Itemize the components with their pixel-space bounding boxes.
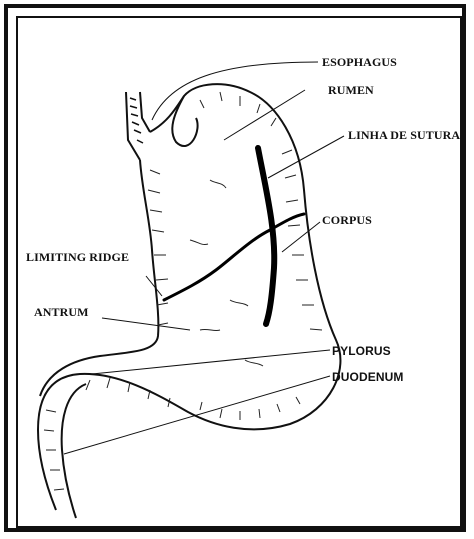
limiting-ridge-line — [164, 214, 304, 300]
label-suture-line: LINHA DE SUTURA — [348, 128, 460, 142]
label-limiting-ridge: LIMITING RIDGE — [26, 250, 129, 264]
label-duodenum: DUODENUM — [332, 370, 403, 384]
stomach-outline — [38, 84, 340, 518]
label-pylorus: PYLORUS — [332, 344, 391, 358]
label-esophagus: ESOPHAGUS — [322, 55, 397, 69]
label-corpus: CORPUS — [322, 213, 372, 227]
esophagus-drawing — [126, 92, 150, 160]
label-rumen: RUMEN — [328, 83, 374, 97]
label-antrum: ANTRUM — [34, 305, 89, 319]
